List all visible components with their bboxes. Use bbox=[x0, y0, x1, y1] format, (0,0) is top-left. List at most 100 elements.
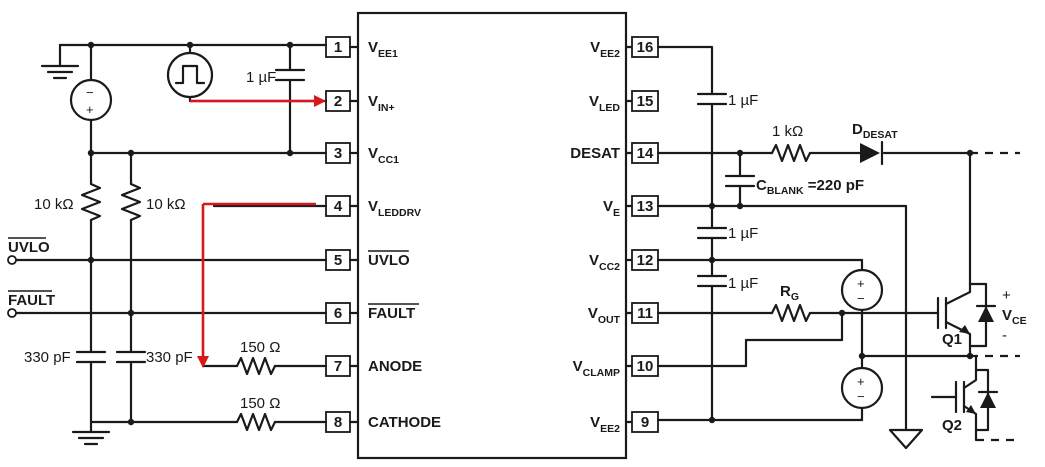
lower-source-minus: − bbox=[857, 389, 865, 404]
fault-ext-label: FAULT bbox=[8, 292, 55, 309]
pin-13-label-sub: E bbox=[613, 207, 620, 219]
lower-source-plus: + bbox=[857, 374, 865, 389]
uvlo-terminal bbox=[7, 255, 17, 265]
vce-plus: + bbox=[1002, 287, 1011, 304]
pin-3-label: VCC1 bbox=[368, 145, 399, 166]
pin-13-label: VE bbox=[603, 198, 620, 219]
highlight-paths bbox=[190, 95, 326, 368]
pin-8-label: CATHODE bbox=[368, 414, 441, 431]
pin-11-label: VOUT bbox=[588, 305, 621, 326]
pin-7-label: ANODE bbox=[368, 358, 422, 375]
diode-desat-base: D bbox=[852, 121, 863, 138]
pin-5-label-base: UVLO bbox=[368, 252, 410, 269]
pin-9-label: VEE2 bbox=[590, 414, 620, 435]
pin-12-number: 12 bbox=[637, 252, 654, 269]
rg-sub: G bbox=[791, 291, 799, 303]
pin-9-label-sub: EE2 bbox=[600, 423, 620, 435]
pin-9-number: 9 bbox=[641, 414, 649, 431]
pin-16-label: VEE2 bbox=[590, 39, 620, 60]
pin-4-number: 4 bbox=[334, 198, 343, 215]
pin-15-box bbox=[631, 90, 659, 112]
upper-source-minus: − bbox=[857, 291, 865, 306]
chip-body bbox=[356, 11, 628, 460]
pin-13-label-base: V bbox=[603, 198, 613, 215]
cap-bottom-2-label: 330 pF bbox=[146, 349, 193, 366]
cblank-value: =220 pF bbox=[804, 177, 864, 194]
res-left-1-label: 10 kΩ bbox=[34, 196, 74, 213]
diode-desat-sub: DESAT bbox=[863, 129, 898, 141]
pin-6-number: 6 bbox=[334, 305, 342, 322]
dc-voltage-source-left bbox=[69, 78, 113, 122]
pin-11-label-sub: OUT bbox=[598, 314, 621, 326]
q1-label: Q1 bbox=[942, 331, 962, 348]
dc-voltage-source-upper bbox=[840, 268, 884, 312]
pin-14-number: 14 bbox=[637, 145, 654, 162]
pin-3-label-base: V bbox=[368, 145, 378, 162]
pulse-source-icon bbox=[166, 51, 214, 99]
pin-13-number: 13 bbox=[637, 198, 654, 215]
cap-vcc2-label: 1 µF bbox=[728, 275, 758, 292]
component-labels: 1 µF − + 10 kΩ 10 kΩ UVLO FAULT 330 pF 3… bbox=[8, 69, 1027, 434]
pin-14-label-base: DESAT bbox=[570, 145, 620, 162]
pin-2-label-sub: IN+ bbox=[378, 102, 395, 114]
vce-label: VCE bbox=[1002, 307, 1027, 327]
pin-4-label: VLEDDRV bbox=[368, 198, 421, 219]
pin-15-number: 15 bbox=[637, 93, 654, 110]
res-cathode-label: 150 Ω bbox=[240, 395, 280, 412]
q2-label: Q2 bbox=[942, 417, 962, 434]
left-source-minus: − bbox=[86, 85, 94, 100]
vce-minus: - bbox=[1002, 327, 1007, 344]
pin-5-label: UVLO bbox=[368, 252, 410, 269]
res-desat-label: 1 kΩ bbox=[772, 123, 803, 140]
cblank-sub: BLANK bbox=[767, 185, 804, 197]
cap-vled-label: 1 µF bbox=[728, 92, 758, 109]
pin-1-label-sub: EE1 bbox=[378, 48, 398, 60]
pin-9-box bbox=[631, 411, 659, 433]
left-junctions bbox=[87, 41, 294, 426]
pin-15-label: VLED bbox=[589, 93, 620, 114]
cap-bottom-1-label: 330 pF bbox=[24, 349, 71, 366]
pin-16-label-sub: EE2 bbox=[600, 48, 620, 60]
pin-2-label: VIN+ bbox=[368, 93, 395, 114]
res-anode-label: 150 Ω bbox=[240, 339, 280, 356]
desat-diode-icon bbox=[860, 140, 884, 166]
pin-7-label-base: ANODE bbox=[368, 358, 422, 375]
pin-5-number: 5 bbox=[334, 252, 342, 269]
pin-12-label-sub: CC2 bbox=[599, 261, 620, 273]
pin-2-number: 2 bbox=[334, 93, 342, 110]
pin-3-label-sub: CC1 bbox=[378, 154, 399, 166]
pin-1-label-base: V bbox=[368, 39, 378, 56]
cap-input-label: 1 µF bbox=[246, 69, 276, 86]
pin-2-label-base: V bbox=[368, 93, 378, 110]
pin-15-label-sub: LED bbox=[599, 102, 620, 114]
pin-1-number: 1 bbox=[334, 39, 342, 56]
pin-11-label-base: V bbox=[588, 305, 598, 322]
pin-15-label-base: V bbox=[589, 93, 599, 110]
cap-ve-label: 1 µF bbox=[728, 225, 758, 242]
diode-desat-label: DDESAT bbox=[852, 121, 898, 141]
pin-10-label-base: V bbox=[573, 358, 583, 375]
pin-12-label-base: V bbox=[589, 252, 599, 269]
pin-9-label-base: V bbox=[590, 414, 600, 431]
pin-4-label-sub: LEDDRV bbox=[378, 207, 421, 219]
pin-10-number: 10 bbox=[637, 358, 654, 375]
left-wiring bbox=[14, 43, 328, 446]
pin-7-number: 7 bbox=[334, 358, 342, 375]
pin-16-label-base: V bbox=[590, 39, 600, 56]
upper-source-plus: + bbox=[857, 276, 865, 291]
pin-8-number: 8 bbox=[334, 414, 342, 431]
pin-6-label: FAULT bbox=[368, 305, 415, 322]
cblank-base: C bbox=[756, 177, 767, 194]
pin-14-label: DESAT bbox=[570, 145, 620, 162]
left-source-plus: + bbox=[86, 102, 94, 117]
res-left-2-label: 10 kΩ bbox=[146, 196, 186, 213]
rg-base: R bbox=[780, 283, 791, 300]
right-junctions bbox=[708, 149, 974, 424]
pin-6-label-base: FAULT bbox=[368, 305, 415, 322]
pin-16-number: 16 bbox=[637, 39, 654, 56]
dc-voltage-source-lower bbox=[840, 366, 884, 410]
pin-10-label: VCLAMP bbox=[573, 358, 620, 379]
pin-10-label-sub: CLAMP bbox=[583, 367, 620, 379]
